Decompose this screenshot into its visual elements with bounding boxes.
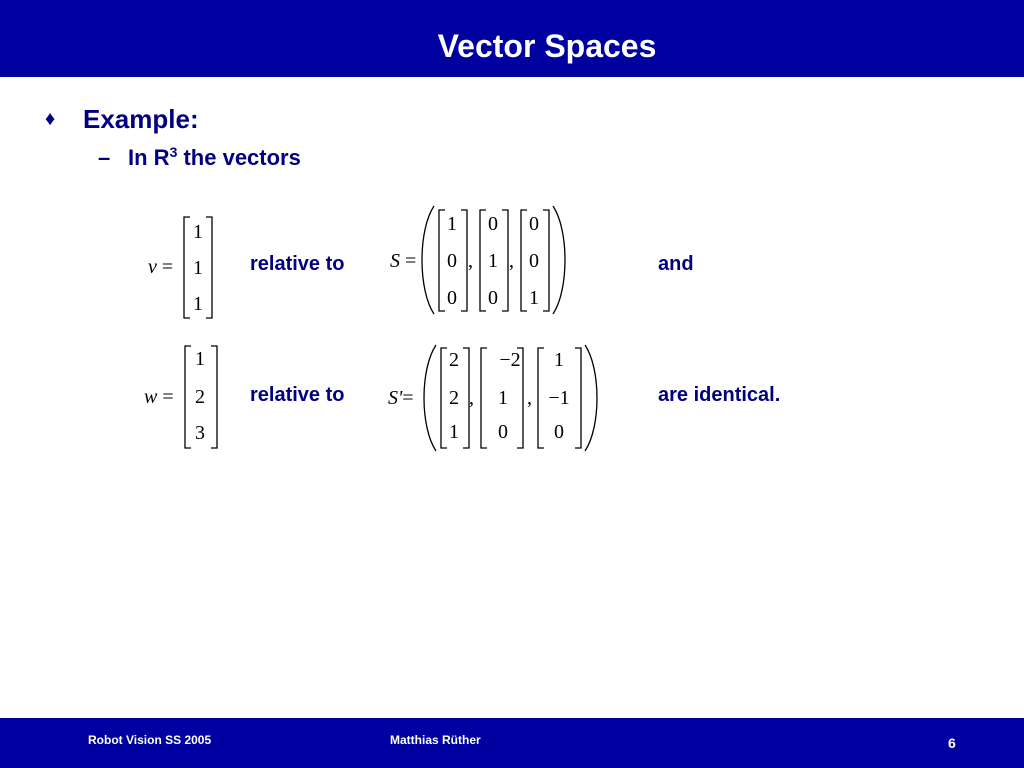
S-prime-symbol: S' [388,387,403,409]
S-comma-2: , [509,250,514,272]
w-entry-3: 3 [195,422,205,444]
slide-title: Vector Spaces [437,28,657,64]
S-col2-right-bracket [502,209,509,312]
S-col3-left-bracket [520,209,527,312]
w-entry-2: 2 [195,386,205,408]
S-col1-right-bracket [461,209,468,312]
footer-course: Robot Vision SS 2005 [88,733,212,747]
sub-bullet-prefix: In R [128,145,170,170]
S-col1-entry-2: 0 [447,250,457,272]
S-col3-entry-1: 0 [529,213,539,235]
S-prime-comma-1: , [469,387,474,409]
S-symbol: S [390,250,400,272]
v-entry-2: 1 [193,257,203,279]
S-equation: S = [390,250,416,273]
S-prime-col1-entry-3: 1 [449,421,459,443]
relative-to-label-1: relative to [250,253,345,275]
S-col2-entry-1: 0 [488,213,498,235]
v-right-bracket [206,216,213,319]
S-col2-left-bracket [479,209,486,312]
S-prime-col1-right-bracket [463,347,470,449]
v-symbol: v [148,256,157,278]
v-entry-1: 1 [193,221,203,243]
S-col2-entry-2: 1 [488,250,498,272]
S-col1-entry-1: 1 [447,213,457,235]
v-left-bracket [183,216,190,319]
are-identical-label: are identical. [658,384,781,406]
footer-author: Matthias Rüther [390,733,481,747]
S-col2-entry-3: 0 [488,287,498,309]
S-col1-entry-3: 0 [447,287,457,309]
S-prime-right-paren [584,344,598,452]
footer-bar: Robot Vision SS 2005 Matthias Rüther 6 [0,718,1024,768]
page-number: 6 [948,735,956,751]
S-prime-col3-entry-1: 1 [554,349,564,371]
w-left-bracket [184,345,191,449]
bullet-text: Example: [83,104,199,134]
S-prime-left-paren [423,344,437,452]
title-bar: Vector Spaces [0,0,1024,77]
S-prime-col1-left-bracket [440,347,447,449]
sub-bullet: –In R3 the vectors [98,145,301,171]
S-prime-col1-entry-2: 2 [449,387,459,409]
equals-sign: = [162,386,174,408]
equals-sign: = [402,387,414,409]
diamond-bullet-icon: ♦ [45,108,56,130]
S-prime-col2-right-bracket [517,347,524,449]
S-prime-comma-2: , [527,387,532,409]
S-prime-col2-entry-2: 1 [498,387,508,409]
S-left-paren [421,205,435,315]
S-right-paren [552,205,566,315]
S-prime-col2-entry-3: 0 [498,421,508,443]
w-symbol: w [144,386,158,408]
dash-bullet-icon: – [98,145,111,170]
sub-bullet-exponent: 3 [169,144,178,160]
relative-to-label-2: relative to [250,384,345,406]
and-label: and [658,253,694,275]
equals-sign: = [405,250,417,272]
S-col3-right-bracket [543,209,550,312]
v-entry-3: 1 [193,293,203,315]
w-entry-1: 1 [195,348,205,370]
S-col3-entry-2: 0 [529,250,539,272]
S-prime-col2-left-bracket [480,347,487,449]
S-comma-1: , [468,250,473,272]
sub-bullet-suffix: the vectors [177,145,301,170]
S-prime-col1-entry-1: 2 [449,349,459,371]
S-prime-col2-entry-1: −2 [499,349,521,371]
bullet-example: ♦ Example: [45,104,199,135]
v-equation: v = [148,256,173,279]
S-col1-left-bracket [438,209,445,312]
S-prime-col3-right-bracket [575,347,582,449]
S-prime-equation: S'= [388,387,414,410]
S-prime-col3-entry-2: −1 [548,387,570,409]
S-prime-col3-entry-3: 0 [554,421,564,443]
equals-sign: = [161,256,174,278]
S-prime-col3-left-bracket [537,347,544,449]
w-equation: w = [144,386,174,409]
S-col3-entry-3: 1 [529,287,539,309]
w-right-bracket [211,345,218,449]
